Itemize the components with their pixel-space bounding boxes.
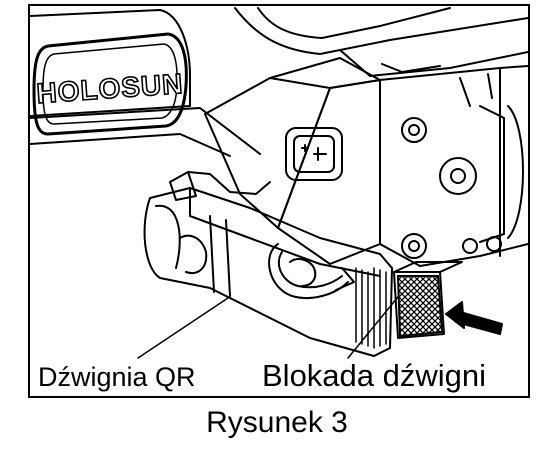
figure-frame: HOLOSUN Dźwignia QR Blokada dźwigni xyxy=(28,4,530,398)
device-line-art: HOLOSUN xyxy=(30,7,528,359)
side-block xyxy=(277,79,381,265)
lever-lock-icon xyxy=(393,261,463,339)
figure-caption: Rysunek 3 xyxy=(206,406,348,439)
rail-body xyxy=(30,9,191,117)
logo-plate xyxy=(32,32,188,136)
battery-door-icon xyxy=(285,127,343,181)
lever-lock-callout: Blokada dźwigni xyxy=(262,358,487,393)
brand-logo: HOLOSUN xyxy=(35,68,184,109)
qr-lever-icon xyxy=(143,187,393,357)
qr-lever-callout: Dźwignia QR xyxy=(38,362,196,392)
screw-icon xyxy=(401,117,427,143)
housing-outline xyxy=(234,7,528,55)
rotation-arrow-icon xyxy=(268,243,349,300)
